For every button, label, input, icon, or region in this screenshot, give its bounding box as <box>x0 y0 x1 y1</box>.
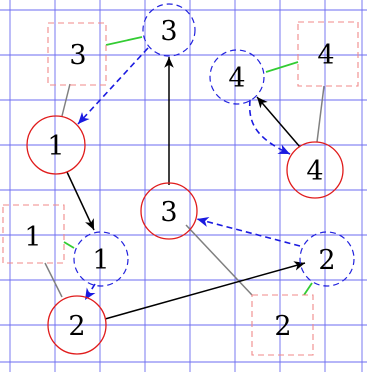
node-label: 2 <box>68 311 85 342</box>
edge-black-rcleft-dcleft <box>66 171 95 231</box>
edge-gray-sqtl-rcleft <box>61 83 71 117</box>
edge-green-sqtl-dctop <box>105 36 143 46</box>
edge-gray-sqleft-rcbot <box>44 262 63 298</box>
edge-green-dctr-sqtr <box>265 61 299 73</box>
node-square-top-left: 3 <box>47 22 107 86</box>
edge-blue-dctr-rcright <box>248 99 291 155</box>
node-label: 1 <box>24 222 41 253</box>
node-label: 3 <box>160 16 177 47</box>
node-dashed-circle-right: 2 <box>299 231 355 287</box>
node-square-top-right: 4 <box>297 21 359 87</box>
node-solid-circle-left: 1 <box>26 115 86 175</box>
edge-gray-rcmid-sqbr <box>185 224 253 296</box>
node-label: 3 <box>160 197 177 228</box>
node-label: 2 <box>318 245 335 276</box>
edge-green-sqleft-dcleft <box>63 241 75 249</box>
node-label: 2 <box>274 311 291 342</box>
edge-black-rcbot-dcright <box>104 261 306 320</box>
node-square-left: 1 <box>2 204 65 264</box>
node-label: 4 <box>317 40 334 71</box>
node-label: 4 <box>306 156 323 187</box>
node-solid-circle-right: 4 <box>286 141 344 199</box>
nodes: 3 4 1 2 3 4 1 2 <box>2 3 359 356</box>
edges <box>44 36 325 320</box>
node-label: 3 <box>69 40 86 71</box>
node-dashed-circle-top: 3 <box>142 3 196 57</box>
node-label: 1 <box>92 245 109 276</box>
node-dashed-circle-left: 1 <box>73 231 129 287</box>
edge-blue-dcright-rcmid <box>196 216 301 247</box>
node-dashed-circle-top-right: 4 <box>209 49 265 105</box>
edge-green-sqbr-dcright <box>303 282 313 296</box>
edge-black-rcright-dctr <box>256 96 301 148</box>
edge-blue-dctop-rcleft <box>77 47 149 125</box>
node-solid-circle-middle: 3 <box>140 182 198 240</box>
node-solid-circle-bottom: 2 <box>47 295 107 355</box>
node-square-bottom-right: 2 <box>251 294 314 356</box>
node-label: 1 <box>47 131 64 162</box>
edge-gray-sqtr-rcright <box>316 85 325 143</box>
node-label: 4 <box>228 63 245 94</box>
